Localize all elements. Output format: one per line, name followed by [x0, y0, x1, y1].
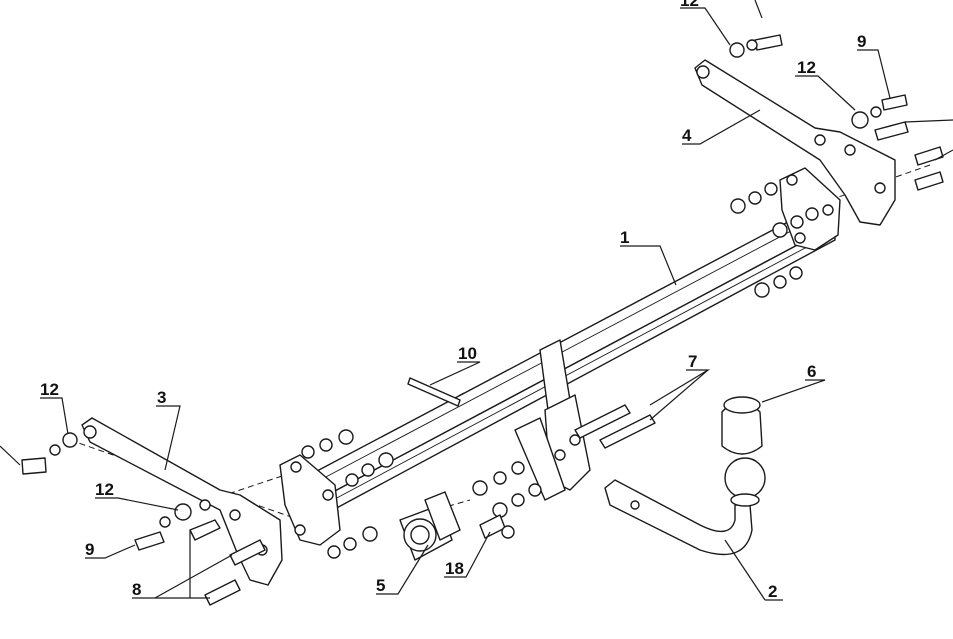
- socket-plate-part-5: [399, 491, 461, 561]
- label-part-4: 4: [682, 126, 692, 145]
- ballmount-bracket: [514, 339, 591, 501]
- label-part-1: 1: [620, 228, 629, 247]
- label-part-12-right-middle: 12: [797, 58, 816, 77]
- label-part-9-left: 9: [85, 540, 94, 559]
- label-part-18: 18: [445, 559, 464, 578]
- crossbar-left-plate: [279, 454, 341, 546]
- label-part-10: 10: [458, 344, 477, 363]
- side-arm-right-part-4: [694, 59, 896, 226]
- label-part-2: 2: [768, 582, 777, 601]
- bolts: [21, 34, 944, 606]
- label-part-3: 3: [157, 388, 166, 407]
- label-part-12-right-top: 12: [680, 0, 699, 10]
- label-part-6: 6: [807, 362, 816, 381]
- label-part-12-left-bottom: 12: [95, 480, 114, 499]
- spring-part-18: [479, 514, 515, 539]
- part-labels: 1 2 3 4 5 6 7 8 9 9 10 12 12 12 12 18: [40, 0, 866, 601]
- label-part-5: 5: [376, 576, 385, 595]
- ball-cover-part-6: [721, 396, 763, 455]
- label-part-7: 7: [688, 352, 697, 371]
- side-arm-left-part-3: [81, 417, 283, 586]
- ball-neck-part-2: [604, 457, 766, 556]
- label-part-9-right: 9: [857, 32, 866, 51]
- label-part-8: 8: [132, 580, 141, 599]
- nuts-and-washers: [49, 39, 882, 559]
- label-part-12-left-top: 12: [40, 380, 59, 399]
- leader-lines: [0, 0, 953, 601]
